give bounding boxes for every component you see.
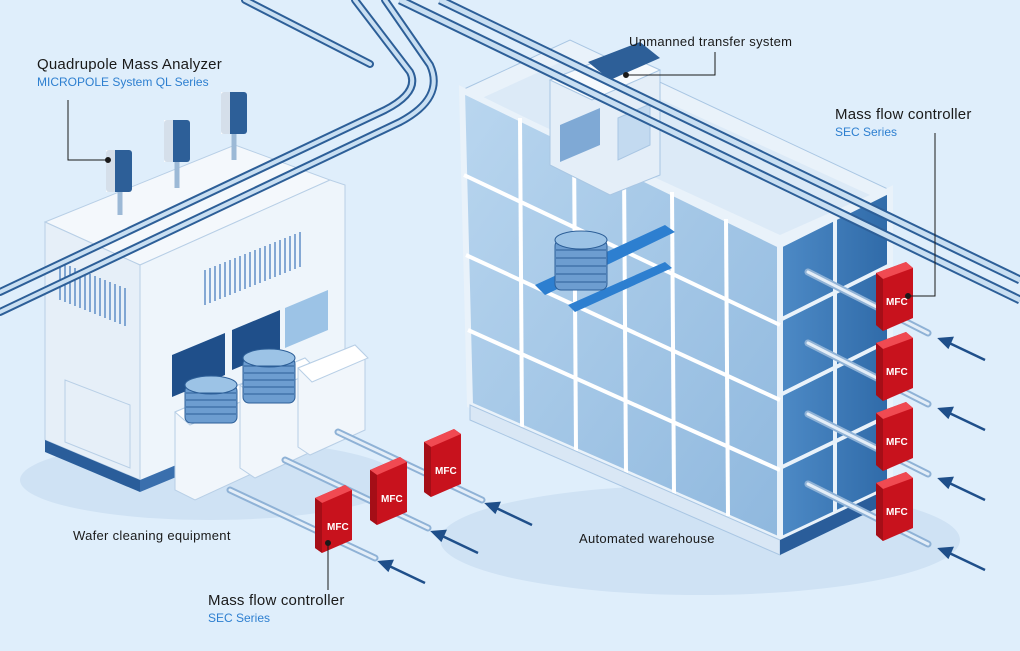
label-mass-flow-controller-left: Mass flow controller SEC Series — [208, 592, 345, 625]
mfc-badge: MFC — [381, 494, 403, 505]
gas-pipe — [804, 268, 932, 548]
mfc-device: MFC — [315, 485, 352, 553]
mfc-badge: MFC — [886, 297, 908, 308]
flow-arrow-icon — [937, 336, 986, 572]
wafer-stack-icon — [242, 348, 296, 404]
gas-pipe — [226, 428, 486, 562]
label-wafer-cleaning-equipment: Wafer cleaning equipment — [73, 528, 231, 543]
label-series: SEC Series — [835, 125, 898, 139]
quadrupole-sensor-icon — [164, 120, 190, 188]
label-unmanned-transfer-system: Unmanned transfer system — [629, 34, 793, 49]
mfc-badge: MFC — [886, 437, 908, 448]
label-series: MICROPOLE System QL Series — [37, 75, 209, 89]
mfc-device: MFC — [876, 332, 913, 401]
label-series: SEC Series — [208, 611, 271, 625]
mfc-badge: MFC — [327, 522, 349, 533]
flow-arrow-icon — [377, 501, 533, 585]
mfc-device: MFC — [876, 472, 913, 541]
mfc-badge: MFC — [886, 367, 908, 378]
mfc-device: MFC — [876, 402, 913, 471]
label-automated-warehouse: Automated warehouse — [579, 531, 715, 546]
label-title: Mass flow controller — [835, 106, 972, 123]
mfc-badge: MFC — [886, 507, 908, 518]
label-title: Quadrupole Mass Analyzer — [37, 56, 222, 73]
quadrupole-sensor-icon — [106, 150, 132, 215]
wafer-stack-icon — [184, 375, 238, 424]
callout-leader — [67, 52, 936, 590]
overhead-rail — [0, 0, 438, 316]
overhead-rail — [398, 0, 1020, 305]
quadrupole-sensor-icon — [221, 92, 247, 160]
mfc-device: MFC — [370, 457, 407, 525]
mfc-badge: MFC — [435, 466, 457, 477]
vent-grille-icon — [204, 232, 301, 305]
label-quadrupole-mass-analyzer: Quadrupole Mass Analyzer MICROPOLE Syste… — [37, 56, 222, 89]
label-mass-flow-controller-right: Mass flow controller SEC Series — [835, 106, 972, 139]
mfc-device: MFC — [876, 262, 913, 331]
label-title: Mass flow controller — [208, 592, 345, 609]
wafer-tub — [297, 344, 369, 456]
mfc-device: MFC — [424, 429, 461, 497]
